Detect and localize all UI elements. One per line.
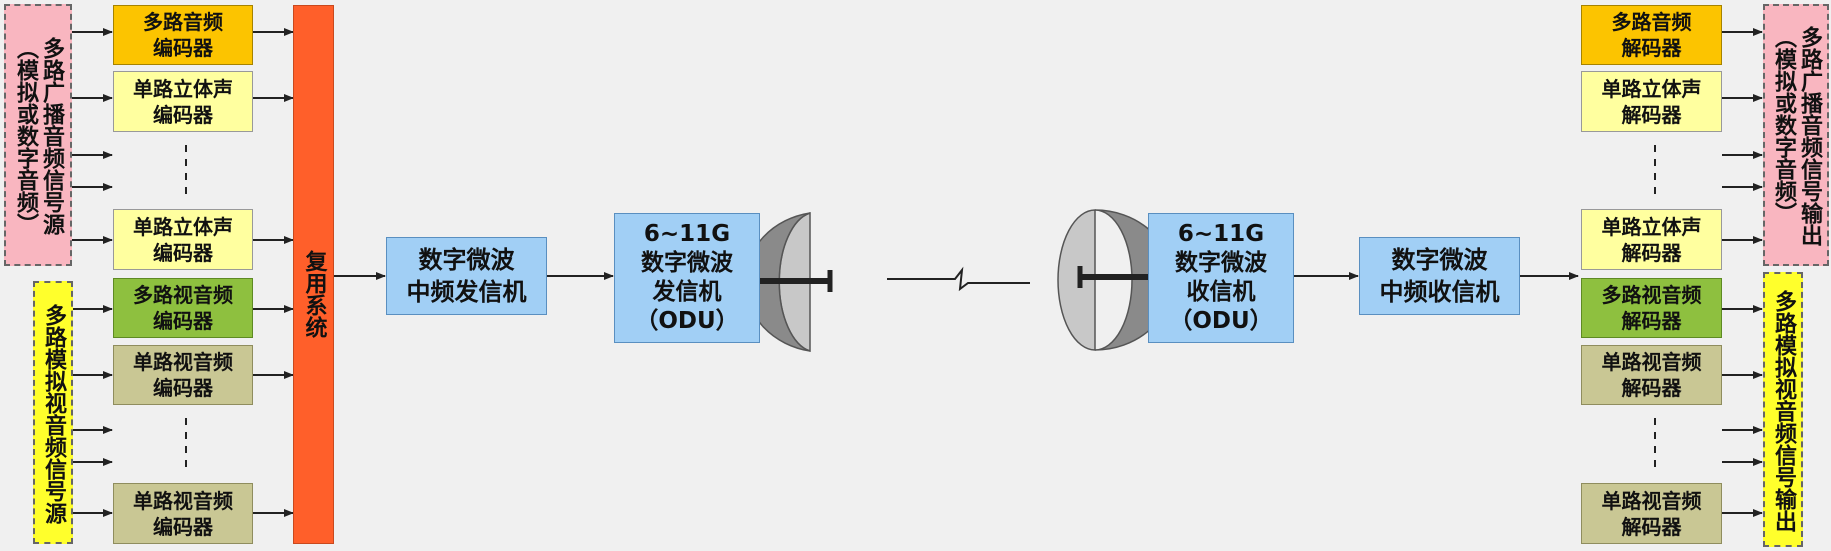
mux-system: 复用系统: [293, 5, 334, 544]
audio-output-panel: 多路广播音频信号输出 （模拟或数字音频）: [1763, 4, 1829, 266]
if-transmitter: 数字微波 中频发信机: [386, 237, 547, 315]
if-receiver: 数字微波 中频收信机: [1359, 237, 1520, 315]
audio-source-label: 多路广播音频信号源 （模拟或数字音频）: [13, 37, 64, 235]
single-video-decoder-2: 单路视音频 解码器: [1581, 483, 1722, 544]
multi-audio-encoder: 多路音频 编码器: [113, 5, 253, 65]
stereo-encoder-2: 单路立体声 编码器: [113, 209, 253, 270]
stereo-decoder-2: 单路立体声 解码器: [1581, 209, 1722, 270]
multi-video-decoder: 多路视音频 解码器: [1581, 278, 1722, 338]
video-source-label: 多路模拟视音频信号源: [41, 303, 66, 524]
mux-label: 复用系统: [301, 250, 327, 338]
single-video-encoder-1: 单路视音频 编码器: [113, 345, 253, 405]
stereo-decoder-1: 单路立体声 解码器: [1581, 71, 1722, 132]
multi-video-encoder: 多路视音频 编码器: [113, 278, 253, 338]
video-output-panel: 多路模拟视音频信号输出: [1763, 272, 1803, 547]
microwave-link-icon: [887, 266, 1030, 292]
odu-receiver: 6~11G 数字微波 收信机 （ODU）: [1148, 213, 1294, 343]
audio-source-panel: 多路广播音频信号源 （模拟或数字音频）: [4, 4, 72, 266]
video-source-panel: 多路模拟视音频信号源: [33, 281, 73, 544]
odu-transmitter: 6~11G 数字微波 发信机 （ODU）: [614, 213, 760, 343]
audio-output-label: 多路广播音频信号输出 （模拟或数字音频）: [1771, 26, 1822, 246]
single-video-decoder-1: 单路视音频 解码器: [1581, 345, 1722, 405]
transmit-dish-icon: [744, 211, 833, 353]
stereo-encoder-1: 单路立体声 编码器: [113, 71, 253, 132]
video-output-label: 多路模拟视音频信号输出: [1771, 289, 1796, 532]
multi-audio-decoder: 多路音频 解码器: [1581, 5, 1722, 65]
single-video-encoder-2: 单路视音频 编码器: [113, 483, 253, 544]
